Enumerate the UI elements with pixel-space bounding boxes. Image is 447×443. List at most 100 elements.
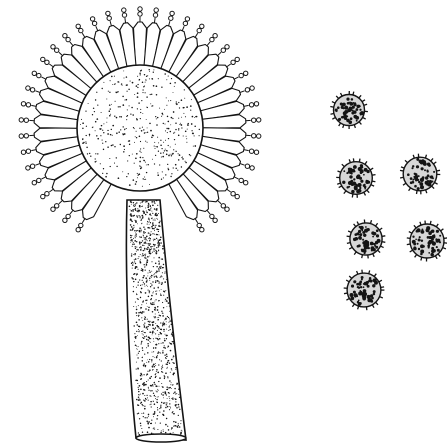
stipple-dot [153,219,154,220]
conidium-texture [420,185,424,189]
conidium-texture [418,175,420,177]
stipple-dot [153,341,154,342]
stipple-dot [143,382,144,383]
stipple-dot [177,170,178,171]
stipple-dot [191,130,192,131]
stipple-dot [145,239,146,240]
stipple-dot [143,255,144,256]
stipple-dot [162,248,164,250]
stipple-dot [160,266,161,267]
stipple-dot [140,246,141,247]
conidium-texture [366,180,368,182]
stipple-dot [135,248,136,249]
stipple-dot [126,119,127,120]
stipple-dot [138,391,139,392]
stipple-dot [149,252,150,253]
stipple-dot [156,391,157,392]
stipple-dot [151,78,153,80]
stipple-dot [144,179,145,180]
stipple-dot [149,292,150,293]
stipple-dot [117,81,119,83]
stipple-dot [175,164,177,166]
stipple-dot [154,248,155,249]
stipple-dot [155,376,156,377]
stipple-dot [161,366,162,367]
stipple-dot [164,345,165,346]
conidium-texture [346,186,348,188]
stipple-dot [165,290,166,291]
stipple-dot [163,252,164,253]
stipple-dot [173,355,175,357]
stipple-dot [174,388,175,389]
stipple-dot [178,128,179,129]
stipple-dot [142,347,143,348]
stipple-dot [142,331,143,332]
stipple-dot [147,262,148,263]
stipple-dot [168,100,169,101]
stipple-dot [150,404,151,405]
stipple-dot [156,85,158,87]
stipple-dot [159,300,160,301]
stipple-dot [116,157,117,158]
conidium-chain-bead [225,207,229,211]
stipple-dot [149,338,150,339]
conidium-chain-bead [244,181,248,185]
stipple-dot [144,395,145,396]
stipple-dot [146,164,147,165]
stipple-dot [144,408,146,410]
stipple-dot [184,98,185,99]
stipple-dot [152,333,153,334]
stipple-dot [163,307,164,308]
stipple-dot [107,130,108,131]
conidium-chain-bead [66,214,70,218]
stipple-dot [143,334,144,335]
stipple-dot [138,256,139,257]
stipple-dot [158,151,159,152]
stipple-dot [164,150,165,151]
conidium-texture [360,302,362,304]
stipple-dot [149,78,150,79]
conidium-chain-bead [210,37,214,41]
stipple-dot [164,109,165,110]
stipple-dot [167,426,168,427]
stipple-dot [124,133,126,135]
stipple-dot [157,409,158,410]
stipple-dot [145,254,146,255]
conidium-texture [351,98,354,101]
stipple-dot [157,429,158,430]
stipple-dot [162,386,163,387]
stipple-dot [156,234,158,236]
conidium-texture [419,236,421,238]
stipple-dot [147,319,148,320]
stipple-dot [135,205,136,206]
stipple-dot [140,70,141,71]
stipple-dot [156,390,157,391]
stipple-dot [142,89,143,90]
conidium-texture [351,111,354,114]
stipple-dot [163,177,164,178]
stipple-dot [163,324,164,325]
stipple-dot [161,289,162,290]
stipple-dot [130,235,131,236]
stipple-dot [173,111,175,113]
stipple-dot [154,142,155,143]
stipple-dot [159,108,160,109]
stipple-dot [171,343,172,344]
stipple-dot [138,331,139,332]
stipple-dot [178,118,179,119]
stipple-dot [158,263,160,265]
stipple-dot [150,404,151,405]
stipple-dot [103,168,104,169]
stipple-dot [148,309,150,311]
stipple-dot [154,220,155,221]
stipple-dot [151,322,152,323]
stipple-dot [155,377,156,378]
stipple-dot [158,396,159,397]
stipple-dot [95,130,96,131]
stipple-dot [140,216,141,217]
stipple-dot [161,430,162,431]
stipple-dot [150,283,151,284]
stipple-dot [137,267,138,268]
stipple-dot [110,80,111,81]
